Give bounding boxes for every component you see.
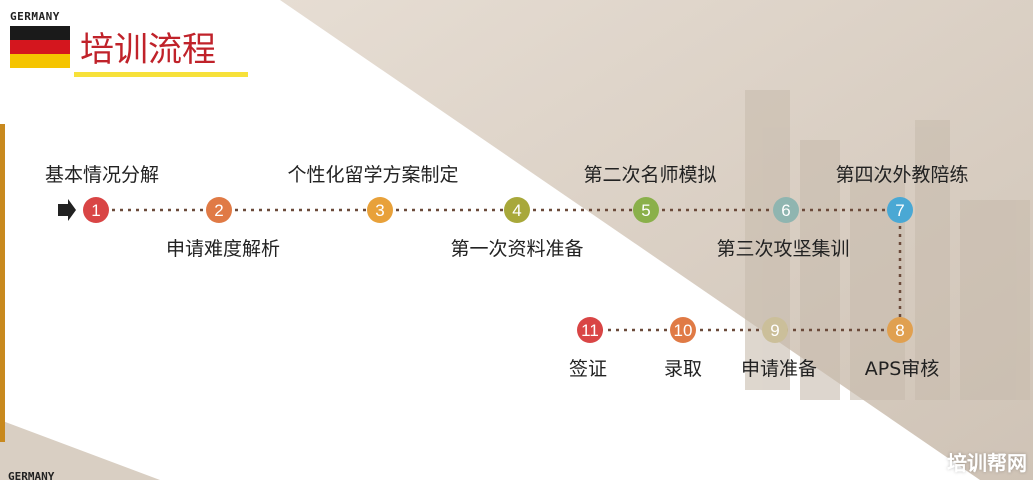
step-label-5: 第二次名师模拟 (583, 164, 716, 186)
start-arrow-icon (58, 199, 76, 221)
step-circle (206, 197, 232, 223)
step-label-11: 签证 (569, 358, 607, 380)
left-accent-bar (0, 124, 5, 442)
step-node-9: 9 (762, 317, 788, 343)
step-number: 11 (581, 321, 599, 340)
step-circle (773, 197, 799, 223)
connector-lines (96, 208, 902, 332)
watermark-text: 培训帮网 (947, 451, 1027, 475)
step-label-10: 录取 (664, 358, 702, 380)
step-circle (577, 317, 603, 343)
step-node-8: 8 (887, 317, 913, 343)
step-label-6: 第三次攻坚集训 (716, 238, 849, 260)
sun-logo-icon (918, 450, 940, 471)
step-circle (367, 197, 393, 223)
step-number: 10 (674, 321, 693, 340)
flag-stripe-gold (10, 54, 70, 68)
step-circle (887, 197, 913, 223)
step-node-7: 7 (887, 197, 913, 223)
step-node-2: 2 (206, 197, 232, 223)
step-node-4: 4 (504, 197, 530, 223)
step-node-1: 1 (83, 197, 109, 223)
header: GERMANY 培训流程 (8, 8, 248, 80)
title-underline (74, 72, 248, 77)
step-label-9: 申请准备 (741, 358, 817, 380)
germany-flag-icon (10, 26, 70, 68)
step-number: 3 (375, 201, 384, 220)
step-circle (83, 197, 109, 223)
step-number: 9 (770, 321, 779, 340)
step-circle (670, 317, 696, 343)
step-node-10: 10 (670, 317, 696, 343)
step-node-11: 11 (577, 317, 603, 343)
step-circle (633, 197, 659, 223)
step-node-5: 5 (633, 197, 659, 223)
step-number: 2 (214, 201, 223, 220)
step-label-2: 申请难度解析 (166, 238, 280, 260)
page-title: 培训流程 (80, 30, 216, 70)
step-label-4: 第一次资料准备 (450, 238, 583, 260)
watermark: 培训帮网 (917, 447, 1027, 476)
step-label-7: 第四次外教陪练 (835, 164, 968, 186)
country-label: GERMANY (10, 10, 60, 23)
step-node-6: 6 (773, 197, 799, 223)
step-number: 4 (512, 201, 521, 220)
flag-stripe-black (10, 26, 70, 40)
step-node-3: 3 (367, 197, 393, 223)
step-label-1: 基本情况分解 (45, 164, 159, 186)
step-circle (504, 197, 530, 223)
step-label-3: 个性化留学方案制定 (287, 164, 458, 186)
flag-stripe-red (10, 40, 70, 54)
step-number: 8 (895, 321, 904, 340)
step-number: 6 (781, 201, 790, 220)
step-circle (762, 317, 788, 343)
step-label-8: APS审核 (865, 358, 940, 380)
step-circle (887, 317, 913, 343)
step-number: 1 (91, 201, 100, 220)
step-number: 5 (641, 201, 650, 220)
step-nodes: 1 2 3 4 5 6 7 8 9 10 11 (83, 197, 913, 343)
step-number: 7 (895, 201, 904, 220)
